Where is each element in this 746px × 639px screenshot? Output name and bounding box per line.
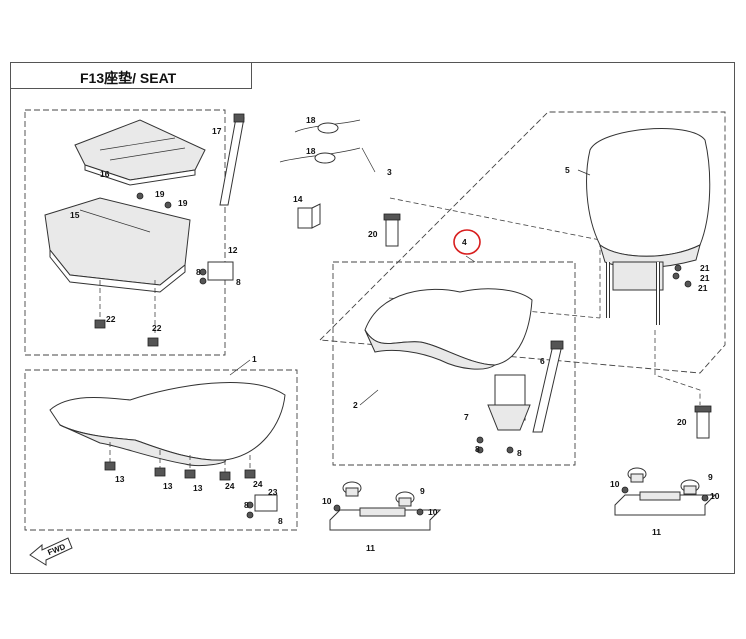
- backrest-part: [586, 128, 711, 325]
- callout-10b: 10: [428, 507, 438, 517]
- bracket-part: [297, 203, 321, 229]
- callout-8d: 8: [278, 516, 283, 526]
- callout-19a: 19: [155, 189, 165, 199]
- callout-3: 3: [387, 167, 392, 177]
- callout-12: 12: [228, 245, 238, 255]
- callout-24a: 24: [225, 481, 235, 491]
- callout-21a: 21: [700, 263, 710, 273]
- callout-18a: 18: [306, 115, 316, 125]
- bushing-part-left: [383, 213, 401, 247]
- group-box-storage: [24, 109, 226, 356]
- callout-21b: 21: [700, 273, 710, 283]
- diagram-frame: [10, 62, 735, 574]
- highlight-circle: [453, 229, 481, 255]
- callout-10a: 10: [322, 496, 332, 506]
- bushing-part-right: [694, 405, 712, 439]
- callout-23: 23: [268, 487, 278, 497]
- callout-6: 6: [540, 356, 545, 366]
- storage-box-part: [44, 197, 191, 293]
- callout-labels: 16 17 18 18 3 14 15 19 19 12 8 8 22 22 1…: [70, 115, 720, 553]
- callout-8b: 8: [236, 277, 241, 287]
- callout-9b: 9: [708, 472, 713, 482]
- callout-18b: 18: [306, 146, 316, 156]
- callout-13c: 13: [193, 483, 203, 493]
- callout-8e: 8: [475, 444, 480, 454]
- fwd-arrow-icon: [29, 537, 73, 566]
- callout-10c: 10: [610, 479, 620, 489]
- strap-part: [219, 113, 245, 206]
- callout-9a: 9: [420, 486, 425, 496]
- callout-11b: 11: [652, 527, 661, 537]
- callout-13a: 13: [115, 474, 125, 484]
- callout-19b: 19: [178, 198, 188, 208]
- title-box: [10, 62, 252, 89]
- fasteners-storage: [94, 192, 234, 347]
- storage-tray-part: [74, 119, 206, 186]
- callout-11a: 11: [366, 543, 375, 553]
- callout-17: 17: [212, 126, 222, 136]
- group-box-seat: [24, 369, 298, 531]
- callout-21c: 21: [698, 283, 708, 293]
- callout-14: 14: [293, 194, 303, 204]
- cable-ties-part: [279, 119, 361, 164]
- callout-16: 16: [100, 169, 110, 179]
- dashed-connector-right: [654, 330, 701, 405]
- mount-bracket-right: [614, 467, 717, 516]
- page-title: F13座垫/ SEAT: [80, 70, 177, 86]
- group-box-backrest: [318, 111, 726, 374]
- callout-2: 2: [353, 400, 358, 410]
- callout-4: 4: [462, 237, 467, 247]
- callout-8f: 8: [517, 448, 522, 458]
- callout-5: 5: [565, 165, 570, 175]
- callout-20b: 20: [677, 417, 687, 427]
- callout-7: 7: [464, 412, 469, 422]
- callout-22a: 22: [106, 314, 116, 324]
- callout-8c: 8: [244, 500, 249, 510]
- leader-lines: [229, 147, 591, 406]
- callout-20a: 20: [368, 229, 378, 239]
- mount-bracket-center: [329, 481, 442, 531]
- callout-13b: 13: [163, 481, 173, 491]
- passenger-strap-part: [532, 340, 564, 433]
- callout-1: 1: [252, 354, 257, 364]
- callout-8a: 8: [196, 267, 201, 277]
- callout-24b: 24: [253, 479, 263, 489]
- group-box-passenger-seat: [332, 261, 576, 466]
- passenger-seat-part: [364, 288, 533, 454]
- dashed-connector-top: [389, 197, 601, 318]
- callout-10d: 10: [710, 491, 720, 501]
- callout-15: 15: [70, 210, 80, 220]
- main-seat-part: [49, 382, 286, 519]
- callout-22b: 22: [152, 323, 162, 333]
